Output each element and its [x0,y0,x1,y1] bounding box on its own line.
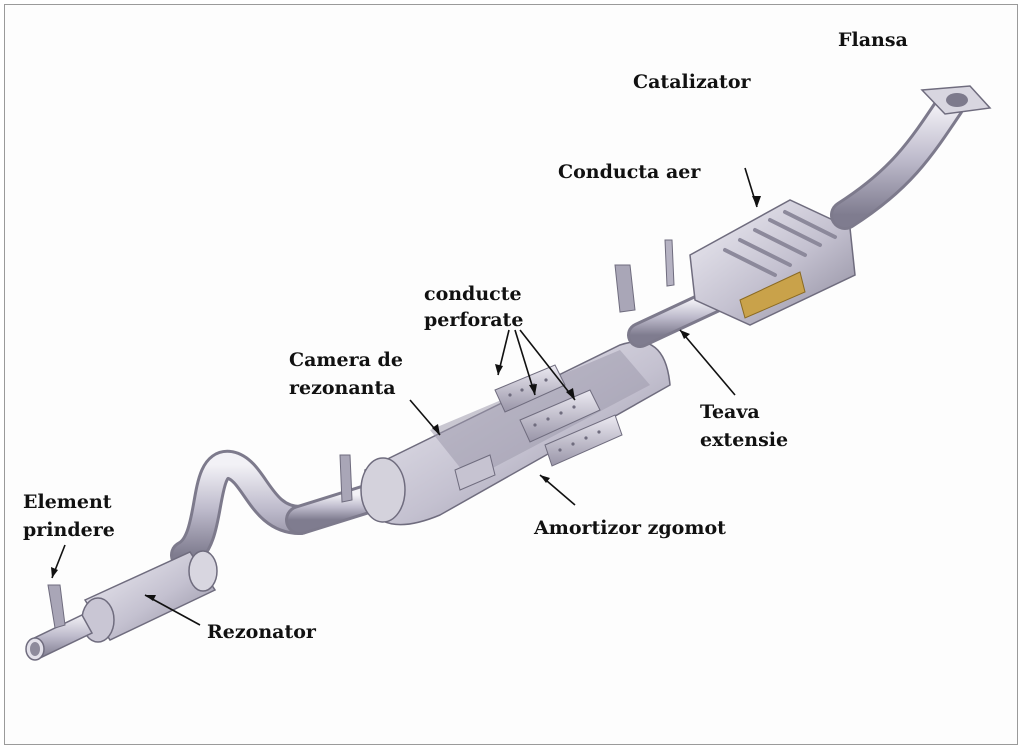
label-teava-extensie-line2: extensie [700,429,789,451]
tail-pipe-section [170,450,395,570]
label-camera-rezonanta-line1: Camera de [289,349,403,371]
label-element-prindere-line1: Element [23,491,112,513]
label-element-prindere-line2: prindere [23,519,115,541]
label-amortizor-zgomot: Amortizor zgomot [534,517,726,539]
arrow-heads [51,196,761,601]
front-pipe-flansa [830,85,992,230]
label-rezonator: Rezonator [207,621,316,643]
label-conducta-aer: Conducta aer [558,161,701,183]
label-flansa: Flansa [838,29,908,51]
leader-arrows [51,167,758,626]
diagram-frame [4,4,1018,745]
label-conducte-perforate-line1: conducte [424,283,522,305]
rezonator-body [25,550,218,661]
teava-extensie [614,264,728,348]
label-catalizator: Catalizator [633,71,751,93]
label-camera-rezonanta-line2: rezonanta [289,377,396,399]
catalizator-body [664,199,856,326]
perforated-tubes [494,364,623,467]
label-conducte-perforate-line2: perforate [424,309,524,331]
label-teava-extensie-line1: Teava [700,401,760,423]
amortizor-body [339,341,671,526]
